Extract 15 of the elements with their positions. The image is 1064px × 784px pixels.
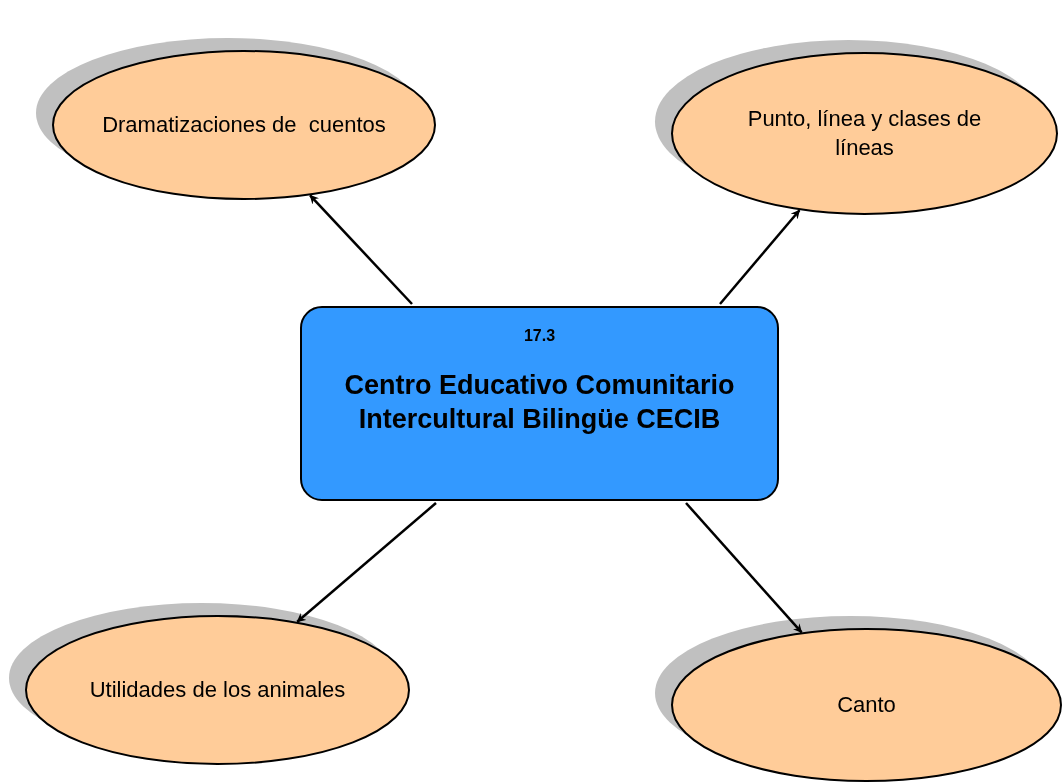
topic-ellipse xyxy=(25,615,410,765)
arrow xyxy=(296,502,437,623)
topic-ellipse xyxy=(52,50,436,200)
topic-box xyxy=(300,306,779,501)
topic-label: Canto xyxy=(837,690,896,719)
arrow xyxy=(309,194,413,305)
topic-ellipse xyxy=(671,628,1062,782)
arrow xyxy=(685,502,803,634)
center-title: Centro Educativo Comunitario Intercultural Bilingüe CECIB xyxy=(343,368,736,436)
arrow xyxy=(719,209,801,305)
section-number: 17.3 xyxy=(523,326,556,346)
topic-label: Dramatizaciones de cuentos xyxy=(102,110,386,139)
topic-label: Punto, línea y clases de líneas xyxy=(746,104,983,162)
topic-label: Utilidades de los animales xyxy=(89,675,346,704)
topic-ellipse xyxy=(671,52,1058,215)
